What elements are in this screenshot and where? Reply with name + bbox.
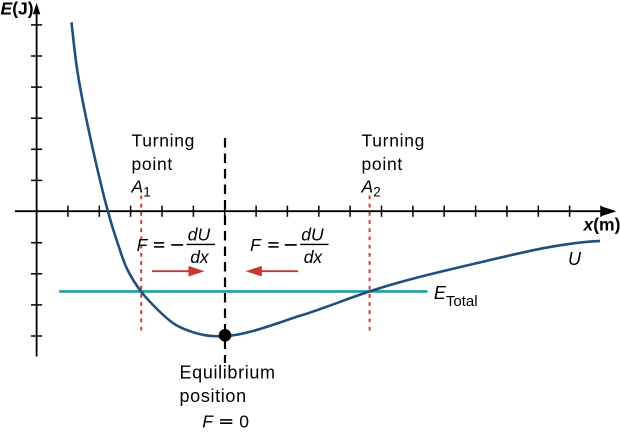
svg-text:point: point [362, 154, 403, 174]
svg-text:dx: dx [304, 247, 324, 267]
svg-text:Turning: Turning [132, 130, 196, 150]
svg-text:F: F [250, 235, 262, 255]
svg-text:dU: dU [301, 224, 324, 244]
svg-text:position: position [180, 386, 247, 406]
svg-text:F: F [137, 235, 149, 255]
svg-text:U: U [568, 249, 582, 269]
svg-text:dx: dx [190, 247, 210, 267]
svg-text:Equilibrium: Equilibrium [180, 363, 276, 383]
svg-text:Turning: Turning [362, 130, 426, 150]
svg-text:x(m): x(m) [583, 215, 620, 235]
svg-text:E(J): E(J) [1, 0, 34, 19]
svg-text:dU: dU [188, 224, 211, 244]
svg-text:F: F [202, 412, 214, 432]
svg-text:0: 0 [239, 412, 249, 432]
svg-text:point: point [132, 154, 173, 174]
